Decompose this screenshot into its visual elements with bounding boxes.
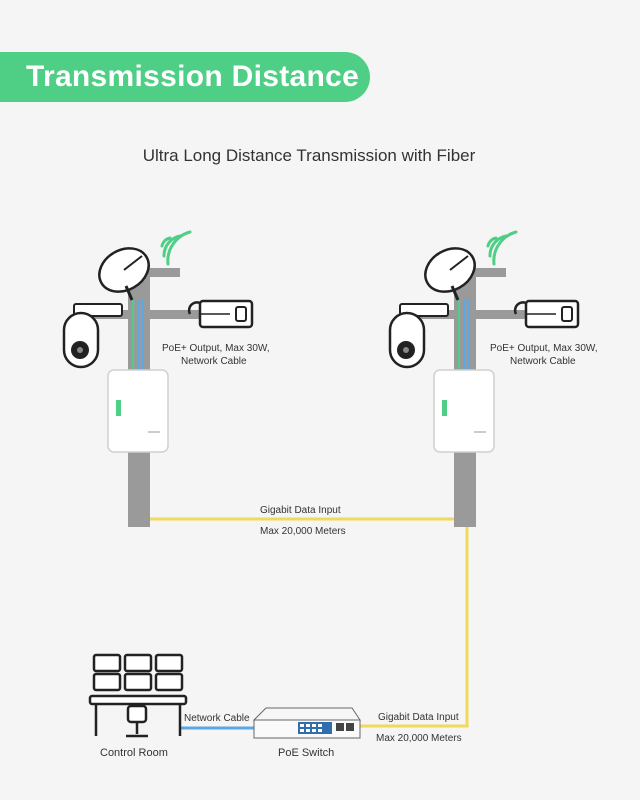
bullet-camera-icon xyxy=(187,299,254,329)
left-pole-site: PoE+ Output, Max 30W, Network Cable xyxy=(62,230,270,527)
right-pole-crossarm xyxy=(408,310,526,319)
poe-switch-label: PoE Switch xyxy=(278,747,334,759)
satellite-dish-icon xyxy=(98,247,150,301)
control-room-icon xyxy=(88,653,188,738)
wireless-signal-icon xyxy=(486,230,518,266)
left-poe-label-line1: PoE+ Output, Max 30W, xyxy=(162,343,270,354)
pole-link-label: Gigabit Data Input xyxy=(260,505,341,516)
dome-camera-icon xyxy=(388,303,449,369)
right-poe-label-line1: PoE+ Output, Max 30W, xyxy=(490,343,598,354)
right-poe-label-line2: Network Cable xyxy=(510,356,576,367)
switch-link-label: Gigabit Data Input xyxy=(378,712,459,723)
fiber-cable-switch xyxy=(356,517,469,728)
left-pole-crossarm xyxy=(82,310,200,319)
right-pole-site: PoE+ Output, Max 30W, Network Cable xyxy=(388,230,598,527)
diagram-subtitle: Ultra Long Distance Transmission with Fi… xyxy=(142,146,476,165)
switch-link-distance: Max 20,000 Meters xyxy=(376,733,462,744)
left-fiber-switch-enclosure xyxy=(107,369,169,453)
bullet-camera-icon xyxy=(513,299,580,329)
wireless-signal-icon xyxy=(160,230,192,266)
control-room-label: Control Room xyxy=(100,747,168,759)
pole-link-distance: Max 20,000 Meters xyxy=(260,526,346,537)
poe-switch-icon xyxy=(252,707,361,739)
network-cable-label: Network Cable xyxy=(184,713,250,724)
section-title: Transmission Distance xyxy=(26,60,360,93)
right-fiber-switch-enclosure xyxy=(433,369,495,453)
left-poe-label-line2: Network Cable xyxy=(181,356,247,367)
satellite-dish-icon xyxy=(424,247,476,301)
dome-camera-icon xyxy=(62,303,123,369)
section-title-banner: Transmission Distance xyxy=(0,52,370,102)
